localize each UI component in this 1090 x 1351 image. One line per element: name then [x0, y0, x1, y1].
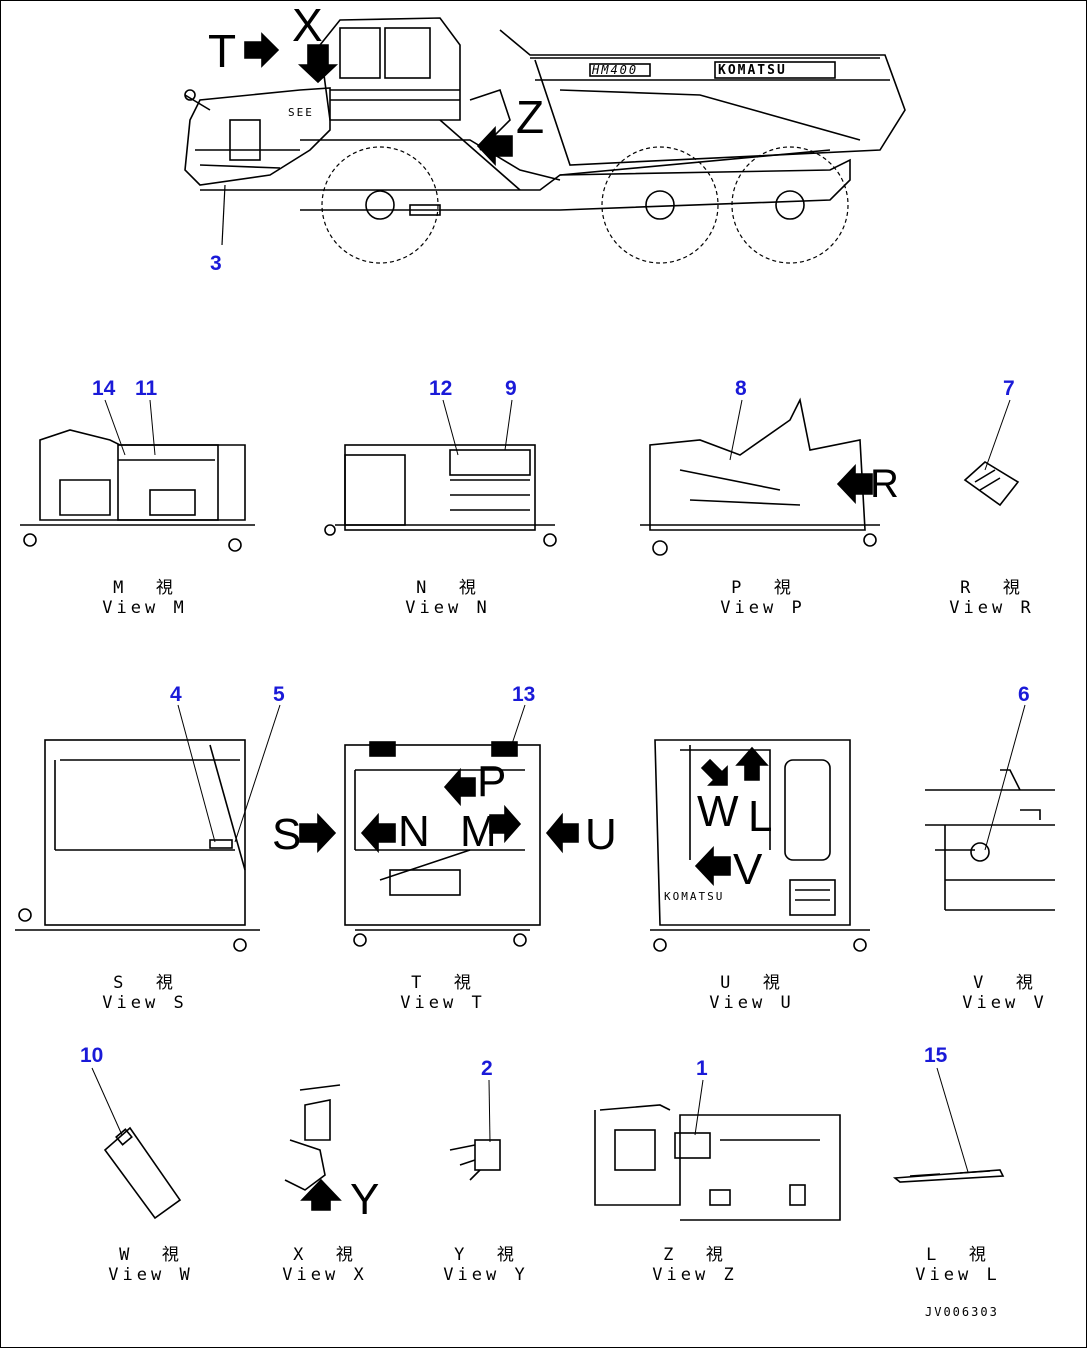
view-n-arrow-icon: [360, 812, 396, 854]
view-t-letter-m: M: [460, 807, 497, 856]
callout-15: 15: [924, 1044, 948, 1067]
view-y-drawing: [449, 1139, 501, 1181]
view-s-arrow-icon: [299, 812, 337, 854]
view-w-drawing: [103, 1126, 182, 1220]
view-u-letter-w: W: [697, 787, 739, 836]
truck-brand-text: KOMATSU: [718, 63, 787, 78]
callout-3: 3: [210, 252, 222, 275]
view-t-letter-p: P: [477, 757, 507, 806]
view-m-drawing: [20, 429, 255, 552]
truck-arrow-letter-x: X: [292, 0, 323, 51]
truck-arrow-letter-z: Z: [516, 91, 545, 143]
view-l-arrow-icon: [735, 746, 769, 781]
view-r-drawing: [963, 461, 1020, 507]
drawing-code: JV006303: [925, 1305, 999, 1319]
truck-arrow-letter-t: T: [208, 25, 237, 77]
callout-5: 5: [273, 683, 285, 706]
callout-1: 1: [696, 1057, 708, 1080]
view-p-drawing: [640, 397, 880, 556]
view-t-drawing: [299, 741, 579, 947]
view-v-arrow-icon: [694, 845, 731, 887]
callout-7: 7: [1003, 377, 1015, 400]
view-u-drawing: [650, 739, 870, 952]
callout-2: 2: [481, 1057, 493, 1080]
view-t-letter-s: S: [272, 810, 302, 859]
view-z-drawing: [594, 1104, 841, 1221]
view-l-drawing: [892, 1169, 1005, 1183]
callout-13: 13: [512, 683, 536, 706]
callout-4: 4: [170, 683, 182, 706]
callout-8: 8: [735, 377, 747, 400]
callout-9: 9: [505, 377, 517, 400]
view-r-arrow-icon: [836, 463, 873, 505]
view-x-arrow-icon: [297, 44, 339, 84]
callout-10: 10: [80, 1044, 104, 1067]
view-v-drawing: [925, 769, 1055, 911]
view-t-arrow-icon: [244, 32, 280, 68]
view-u-letter-l: L: [748, 792, 773, 841]
dump-truck-illustration: [184, 17, 906, 264]
view-w-arrow-icon: [700, 758, 728, 786]
view-u-arrow-icon: [545, 812, 579, 854]
view-z-arrow-icon: [476, 125, 513, 167]
truck-model-text: HM400: [592, 63, 639, 77]
view-u-letter-v: V: [733, 845, 763, 894]
callout-12: 12: [429, 377, 453, 400]
leader-lines: [91, 399, 1026, 1173]
view-s-drawing: [15, 739, 260, 952]
view-y-arrow-icon: [300, 1178, 342, 1211]
view-t-letter-u: U: [585, 810, 617, 859]
view-p-arrow-icon: [443, 767, 476, 807]
callout-14: 14: [92, 377, 116, 400]
callout-6: 6: [1018, 683, 1030, 706]
view-p-letter-r: R: [870, 462, 899, 506]
cab-brand-text: KOMATSU: [664, 890, 725, 903]
view-x-letter-y: Y: [350, 1175, 380, 1224]
callout-11: 11: [135, 377, 158, 400]
truck-side-text: SEE: [288, 106, 314, 119]
view-m-arrow-icon: [489, 804, 522, 844]
view-n-drawing: [324, 444, 557, 547]
view-t-letter-n: N: [398, 807, 430, 856]
view-x-drawing: [284, 1084, 342, 1211]
